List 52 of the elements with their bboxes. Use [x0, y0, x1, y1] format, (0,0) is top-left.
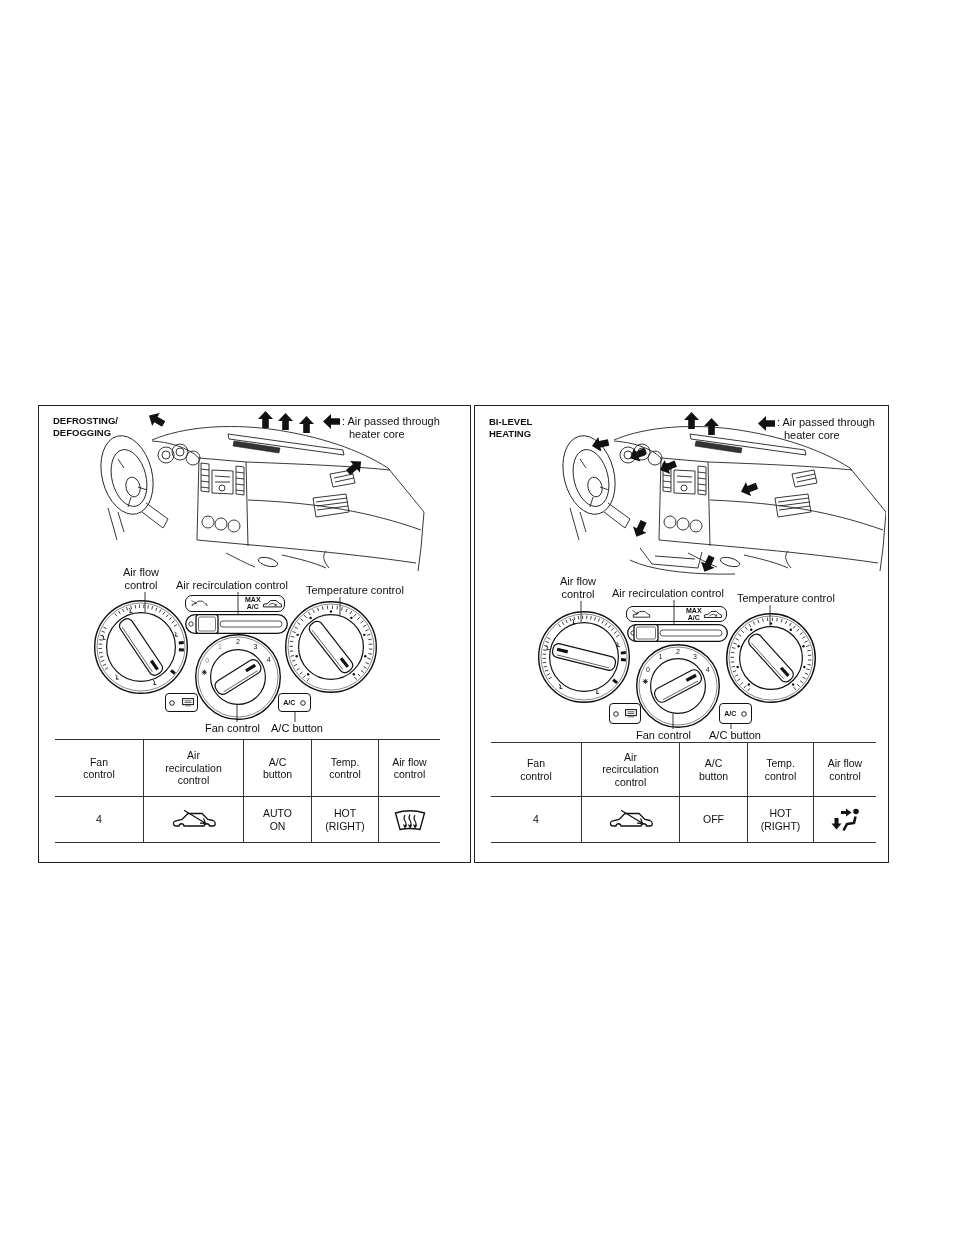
slider: [627, 624, 728, 642]
diagram-panel: [38, 405, 471, 863]
leader-line: [580, 600, 582, 623]
column-header: Temp. control: [747, 742, 813, 797]
rear-defrost-button: [609, 703, 641, 724]
control-label: Air flow control: [117, 566, 165, 592]
leader-line: [339, 596, 341, 616]
table-cell: 4: [491, 797, 581, 843]
table-cell: OFF: [679, 797, 747, 843]
rotary-knob: [105, 611, 177, 683]
column-header: Temp. control: [311, 739, 378, 797]
table-cell: HOT (RIGHT): [311, 797, 378, 843]
control-label: Air recirculation control: [176, 579, 288, 592]
diagram-panel: [474, 405, 889, 863]
control-label: Air recirculation control: [612, 587, 724, 600]
column-header: Air recirculation control: [143, 739, 243, 797]
control-label: Temperature control: [737, 592, 835, 605]
leader-line: [730, 723, 732, 730]
rotary-knob: [738, 625, 804, 691]
leader-line: [769, 604, 771, 627]
leader-line: [673, 599, 675, 625]
leader-line: [672, 713, 674, 730]
leader-line: [294, 711, 296, 723]
control-label: A/C button: [271, 722, 323, 735]
control-label: Fan control: [636, 729, 692, 742]
rotary-knob: [649, 657, 707, 715]
control-label: A/C button: [709, 729, 761, 742]
rotary-knob: [548, 621, 620, 693]
table-cell: 4: [55, 797, 143, 843]
legend-text: : Air passed through heater core: [777, 416, 876, 442]
leader-line: [237, 591, 239, 615]
table-cell: HOT (RIGHT): [747, 797, 813, 843]
panel-heading: DEFROSTING/ DEFOGGING: [53, 415, 119, 438]
column-header: Air recirculation control: [581, 742, 679, 797]
rotary-knob: [209, 648, 267, 706]
rear-defrost-button: [165, 693, 198, 712]
column-header: Air flow control: [813, 742, 876, 797]
panel-heading: BI-LEVEL HEATING: [489, 416, 534, 439]
column-header: Fan control: [55, 739, 143, 797]
slider: [185, 614, 288, 634]
column-header: Fan control: [491, 742, 581, 797]
control-label: Fan control: [205, 722, 261, 735]
control-label: Air flow control: [554, 575, 602, 601]
legend-text: : Air passed through heater core: [342, 415, 441, 441]
column-header: A/C button: [679, 742, 747, 797]
column-header: A/C button: [243, 739, 311, 797]
leader-line: [236, 704, 238, 723]
rotary-knob: [297, 613, 365, 681]
leader-line: [144, 591, 146, 613]
column-header: Air flow control: [378, 739, 440, 797]
table-cell: AUTO ON: [243, 797, 311, 843]
control-label: Temperature control: [306, 584, 404, 597]
